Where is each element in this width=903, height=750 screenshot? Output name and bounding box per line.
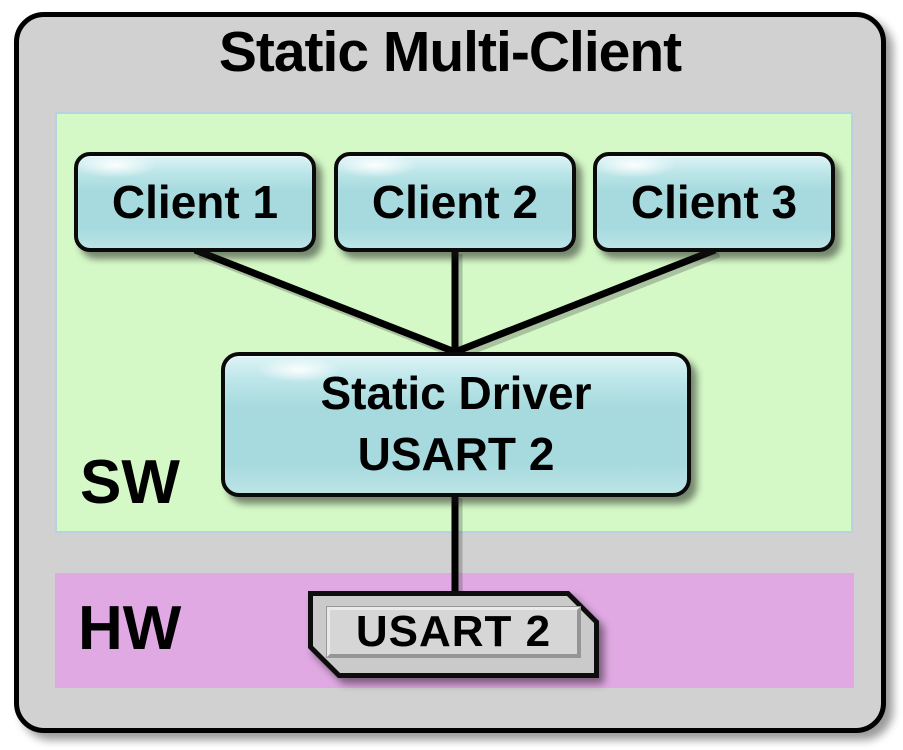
connector-client3-driver [453,246,717,356]
static-driver-box: Static Driver USART 2 [221,352,691,497]
client-2-label: Client 2 [371,176,539,228]
hw-layer-label: HW [78,594,182,663]
connector-client1-driver [193,246,457,356]
client-2-box: Client 2 [334,152,576,252]
client-3-label: Client 3 [630,176,798,228]
static-driver-subtitle: USART 2 [357,428,555,480]
usart2-peripheral-box: USART 2 [308,591,599,678]
client-1-label: Client 1 [111,176,279,228]
static-driver-title: Static Driver [320,367,592,419]
sw-layer-label: SW [80,448,180,517]
usart2-peripheral-panel: USART 2 [326,606,581,658]
usart2-peripheral-label: USART 2 [355,607,552,656]
client-3-box: Client 3 [593,152,835,252]
client-1-box: Client 1 [74,152,316,252]
diagram-title: Static Multi-Client [218,20,682,84]
